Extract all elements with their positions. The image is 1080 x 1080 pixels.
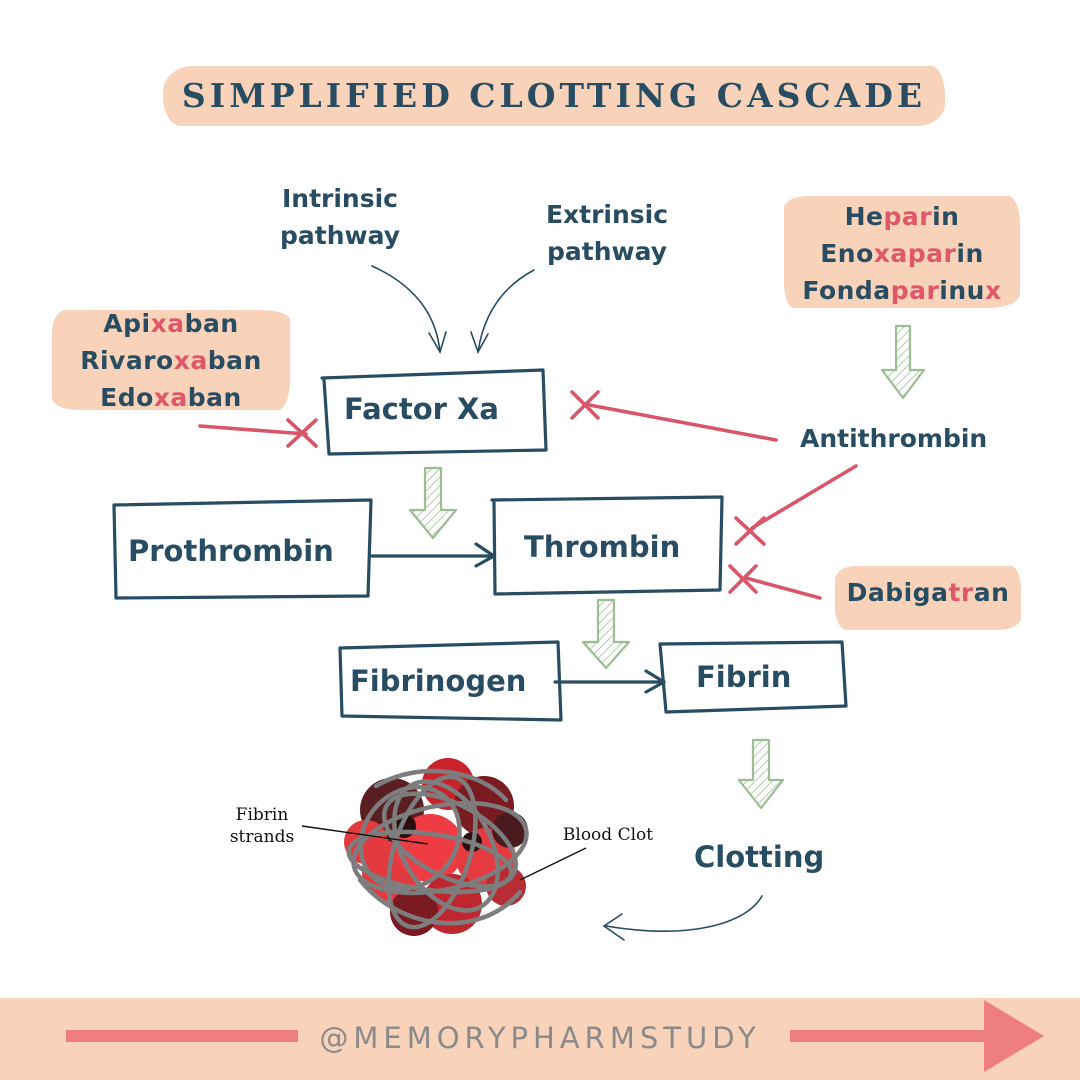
drug-name-highlight: par [907,239,957,268]
dabigatran-list: Dabigatran [835,574,1021,611]
drug-name-part: Fonda [802,276,891,305]
dabigatran-inhibit-line [744,576,822,600]
clotting-label: Clotting [694,840,825,874]
heparin-down-arrow [880,324,926,400]
drug-name: Dabigatran [835,574,1021,611]
drug-name: Edoxaban [52,379,290,416]
drug-name-highlight: xa [873,239,908,268]
prothrombin-box [112,498,373,600]
fibrinogen-label: Fibrinogen [350,664,527,698]
factor-xa-label: Factor Xa [344,392,499,426]
drug-name-part: Edo [100,383,154,412]
drug-name-highlight: par [890,276,940,305]
drug-name: Fondaparinux [784,272,1020,309]
prothrombin-label: Prothrombin [128,534,334,568]
inhibition-x-marks [286,390,766,594]
factor-xa-box [320,368,548,456]
fibrin-label: Fibrin [696,660,792,694]
xaban-inhibit-line [198,424,308,436]
intrinsic-pathway-label: Intrinsic pathway [279,184,400,250]
fibrin-down-arrow [737,738,785,810]
clot-return-arrow [605,895,763,932]
xa-down-arrow [408,466,458,540]
drug-name-highlight: x [984,276,1002,305]
drug-name-part: ban [207,346,262,375]
fibrinogen-box [338,640,563,722]
drug-name-part: ban [187,383,242,412]
thrombin-box [490,495,724,596]
intrinsic-arrow [371,265,441,353]
drug-name-part: inu [939,276,985,305]
drug-name-highlight: xa [153,383,188,412]
drug-name-highlight: par [883,202,933,231]
drug-name-part: an [973,578,1010,607]
drug-name-part: Eno [820,239,874,268]
page-title: SIMPLIFIED CLOTTING CASCADE [181,76,927,115]
xa-inhibitor-patch [52,310,290,410]
drug-name-part: in [932,202,960,231]
antithrombin-xa-inhibit-line [582,402,778,442]
footer-handle: @MEMORYPHARMSTUDY [319,1021,761,1055]
drug-name-part: in [956,239,984,268]
drug-name-part: Rivaro [80,346,174,375]
drug-name: Heparin [784,198,1020,235]
blood-clot-illustration [344,758,529,936]
antithrombin-thrombin-inhibit-line [750,464,858,530]
drug-name-highlight: xa [173,346,208,375]
drug-name-part: Dabiga [846,578,949,607]
extrinsic-pathway-label: Extrinsic pathway [545,200,669,266]
drug-name-part: He [844,202,884,231]
fibrin-strands-pointer [301,825,429,845]
blood-clot-label: Blood Clot [562,825,654,845]
dabigatran-patch [835,566,1021,630]
fibrin-box [658,640,848,714]
drug-name-highlight: tr [948,578,974,607]
drug-name: Enoxaparin [784,235,1020,272]
extrinsic-arrow [477,269,535,353]
drug-name: Rivaroxaban [52,342,290,379]
thrombin-down-arrow [581,598,631,670]
thrombin-label: Thrombin [524,530,681,564]
title-highlight [163,66,945,126]
fibrin-strands-label: Fibrin strands [229,805,295,847]
drug-name-part: Api [103,309,151,338]
drug-name: Apixaban [52,305,290,342]
heparin-patch [784,196,1020,308]
drug-name-part: ban [184,309,239,338]
antithrombin-label: Antithrombin [800,424,988,453]
blood-clot-pointer [519,847,587,881]
drug-name-highlight: xa [150,309,185,338]
